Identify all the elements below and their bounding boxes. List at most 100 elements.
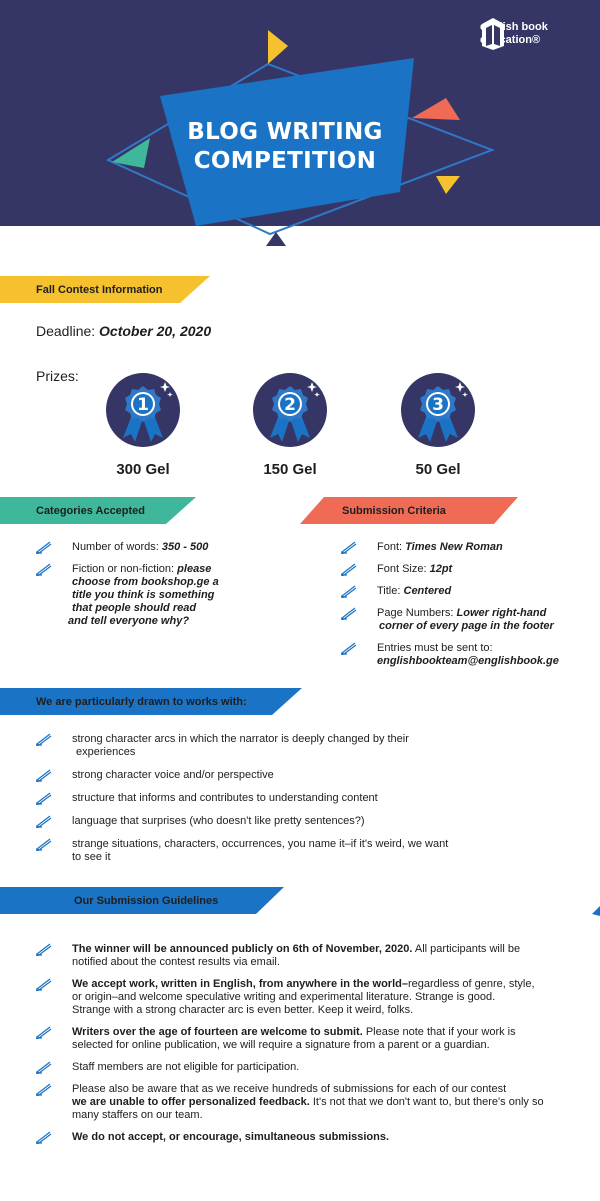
pages-line-1: Lower right-hand xyxy=(456,607,547,619)
guideline-4: Staff members are not eligible for parti… xyxy=(72,1061,300,1073)
hero-decoration xyxy=(105,30,495,246)
pen-icon xyxy=(36,815,52,828)
corner-triangle xyxy=(592,906,600,916)
size-value: 12pt xyxy=(429,563,453,575)
pen-icon xyxy=(36,769,52,782)
guideline-2-line-2: or origin–and welcome speculative writin… xyxy=(72,991,496,1003)
list-item: Title: Centered xyxy=(341,585,591,598)
banner-label: Fall Contest Information xyxy=(36,283,163,296)
fiction-lead: Fiction or non-fiction: xyxy=(72,563,175,575)
pen-icon xyxy=(36,541,52,554)
banner-drawn-to: We are particularly drawn to works with: xyxy=(0,688,302,715)
brand-logo: english book education® xyxy=(480,16,548,52)
banner-label: Submission Criteria xyxy=(342,504,446,517)
banner-categories: Categories Accepted xyxy=(0,497,196,524)
drawn-list: strong character arcs in which the narra… xyxy=(36,733,576,864)
prize-1-amount: 300 Gel xyxy=(116,461,170,478)
title-value: Centered xyxy=(403,585,452,597)
coral-triangle xyxy=(412,98,460,120)
list-item: structure that informs and contributes t… xyxy=(36,792,576,805)
title-line-1: BLOG WRITING xyxy=(187,119,383,145)
medal-3-rank: 3 xyxy=(432,395,444,415)
guideline-2-line-3: Strange with a strong character arc is e… xyxy=(72,1004,414,1016)
teal-triangle xyxy=(112,138,150,168)
banner-guidelines: Our Submission Guidelines xyxy=(0,887,284,914)
list-item: Font Size: 12pt xyxy=(341,563,591,576)
fiction-line-2: choose from bookshop.ge a xyxy=(72,576,219,588)
list-item: Writers over the age of fourteen are wel… xyxy=(36,1026,596,1052)
list-item: Fiction or non-fiction: please choose fr… xyxy=(36,563,276,628)
guideline-5-line-3: many staffers on our team. xyxy=(72,1109,203,1121)
guideline-3-bold: Writers over the age of fourteen are wel… xyxy=(72,1026,363,1038)
pages-label: Page Numbers: xyxy=(377,607,454,619)
banner-shape xyxy=(0,497,196,524)
pen-icon xyxy=(36,792,52,805)
drawn-item-5-line-2: to see it xyxy=(72,851,111,863)
pen-icon xyxy=(36,733,52,746)
guideline-3-rest: Please note that if your work is xyxy=(362,1026,516,1038)
prize-first: 1 300 Gel xyxy=(98,372,188,478)
medal-2-icon: 2 xyxy=(253,373,327,447)
banner-fall-contest: Fall Contest Information xyxy=(0,276,210,303)
pen-icon xyxy=(341,642,357,655)
categories-list: Number of words: 350 - 500 Fiction or no… xyxy=(36,541,276,628)
pen-icon xyxy=(36,978,52,991)
guideline-2-bold: We accept work, written in English, from… xyxy=(72,978,408,990)
drawn-item-1-line-2: experiences xyxy=(76,746,136,758)
pen-icon xyxy=(341,585,357,598)
list-item: language that surprises (who doesn't lik… xyxy=(36,815,576,828)
navy-triangle-bottom xyxy=(266,232,286,246)
guideline-1-bold: The winner will be announced publicly on… xyxy=(72,943,413,955)
medal-2-rank: 2 xyxy=(284,395,296,415)
guideline-1-rest: All participants will be xyxy=(412,943,521,955)
entries-value[interactable]: englishbookteam@englishbook.ge xyxy=(377,655,559,667)
prizes-label: Prizes: xyxy=(36,368,79,384)
hero-header: BLOG WRITING COMPETITION english book ed… xyxy=(0,0,600,246)
list-item: Font: Times New Roman xyxy=(341,541,591,554)
list-item: The winner will be announced publicly on… xyxy=(36,943,596,969)
drawn-item-2: strong character voice and/or perspectiv… xyxy=(72,769,274,781)
pen-icon xyxy=(36,1026,52,1039)
pen-icon xyxy=(36,1061,52,1074)
list-item: Number of words: 350 - 500 xyxy=(36,541,276,554)
pen-icon xyxy=(341,563,357,576)
words-value: 350 - 500 xyxy=(161,541,209,553)
banner-label: Categories Accepted xyxy=(36,504,146,517)
guideline-5-rest: It's not that we don't want to, but ther… xyxy=(309,1096,544,1108)
list-item: We accept work, written in English, from… xyxy=(36,978,596,1017)
deadline: Deadline: October 20, 2020 xyxy=(36,323,211,339)
book-logo-icon xyxy=(482,18,504,50)
pen-icon xyxy=(341,541,357,554)
pen-icon xyxy=(341,607,357,620)
pen-icon xyxy=(36,1131,52,1144)
list-item: strong character arcs in which the narra… xyxy=(36,733,576,759)
prize-2-amount: 150 Gel xyxy=(263,461,317,478)
criteria-list: Font: Times New Roman Font Size: 12pt Ti… xyxy=(341,541,591,668)
pen-icon xyxy=(36,563,52,576)
title-line-2: COMPETITION xyxy=(193,148,377,174)
fiction-line-1: please xyxy=(177,563,212,575)
yellow-triangle-right xyxy=(436,176,460,194)
title-shape xyxy=(160,58,414,226)
medal-1-rank: 1 xyxy=(137,395,149,415)
font-label: Font: xyxy=(377,541,403,553)
prize-3-amount: 50 Gel xyxy=(415,461,461,478)
banner-shape xyxy=(0,688,302,715)
banner-label: Our Submission Guidelines xyxy=(74,894,219,907)
list-item: strange situations, characters, occurren… xyxy=(36,838,576,864)
yellow-triangle-top xyxy=(268,30,288,64)
guideline-6: We do not accept, or encourage, simultan… xyxy=(72,1131,390,1143)
banner-shape xyxy=(300,497,518,524)
fiction-line-3: title you think is something xyxy=(72,589,215,601)
pen-icon xyxy=(36,943,52,956)
guideline-5-bold: we are unable to offer personalized feed… xyxy=(72,1096,310,1108)
prize-second: 2 150 Gel xyxy=(245,372,335,478)
medal-3-icon: 3 xyxy=(401,373,475,447)
list-item: We do not accept, or encourage, simultan… xyxy=(36,1131,596,1144)
font-value: Times New Roman xyxy=(405,541,503,553)
fiction-line-4: that people should read xyxy=(72,602,197,614)
pages-line-2: corner of every page in the footer xyxy=(379,620,554,632)
list-item: strong character voice and/or perspectiv… xyxy=(36,769,576,782)
size-label: Font Size: xyxy=(377,563,427,575)
drawn-item-1-line-1: strong character arcs in which the narra… xyxy=(72,733,409,745)
